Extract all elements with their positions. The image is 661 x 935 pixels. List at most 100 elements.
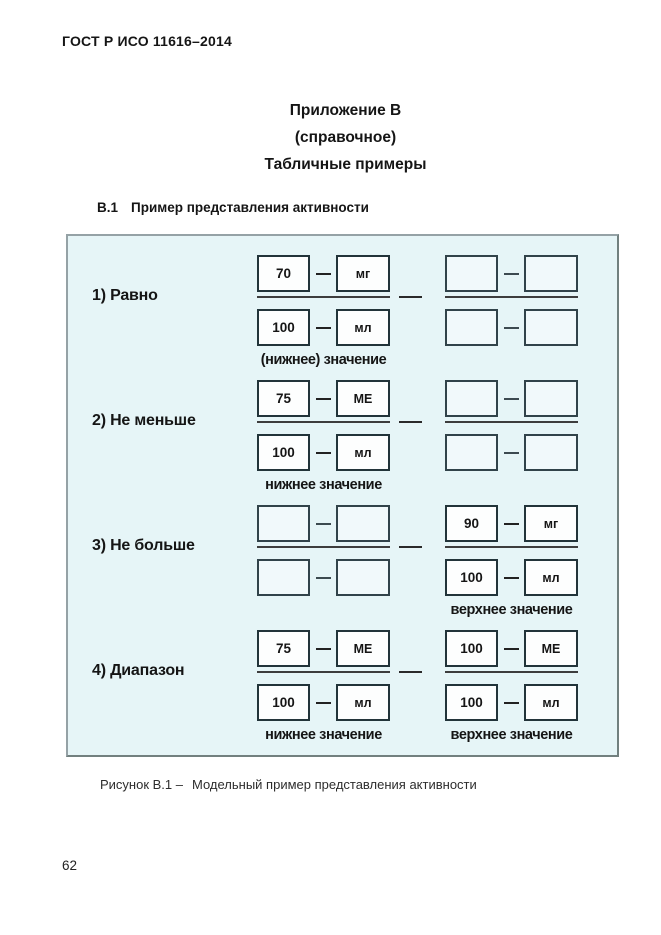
group-label: нижнее значение [265, 727, 382, 743]
unit-box [336, 505, 390, 542]
fraction-group-left [257, 505, 390, 620]
dash-connector [315, 701, 331, 704]
row-label: 1) Равно [92, 287, 158, 304]
fraction-line [445, 546, 578, 548]
separator-dash [399, 421, 422, 423]
value-box [445, 255, 498, 292]
denominator-row: 100 мл [445, 559, 578, 596]
value-box: 75 [257, 380, 310, 417]
numerator-row [257, 505, 390, 542]
value-box: 70 [257, 255, 310, 292]
unit-box [524, 380, 578, 417]
unit-box [524, 255, 578, 292]
appendix-type: (справочное) [294, 129, 397, 146]
numerator-row: 75 МЕ [257, 380, 390, 417]
unit-box [524, 434, 578, 471]
separator-dash [399, 546, 422, 548]
group-label [257, 602, 390, 620]
page-number: 62 [62, 858, 78, 873]
numerator-row [445, 380, 578, 417]
figure-caption: Рисунок В.1 – Модельный пример представле… [100, 777, 477, 792]
dash-connector [315, 397, 331, 400]
dash-connector [503, 272, 519, 275]
dash-connector [315, 522, 331, 525]
fraction-line [445, 671, 578, 673]
unit-box: МЕ [524, 630, 578, 667]
unit-box: МЕ [336, 380, 390, 417]
value-box [445, 380, 498, 417]
group-label: нижнее значение [265, 477, 382, 493]
fraction-line [257, 296, 390, 298]
dash-connector [503, 326, 519, 329]
value-box: 100 [257, 684, 310, 721]
row-label: 4) Диапазон [92, 662, 185, 679]
fraction-line [257, 546, 390, 548]
numerator-row: 75 МЕ [257, 630, 390, 667]
figure-caption-text: Модельный пример представления активност… [192, 777, 477, 792]
section-title: Пример представления активности [131, 200, 369, 215]
fraction-group-right: 100 МЕ 100 мл верхнее значение [445, 630, 578, 745]
fraction-line [257, 671, 390, 673]
denominator-row: 100 мл [445, 684, 578, 721]
group-label: верхнее значение [450, 602, 573, 618]
figure-row-range: 4) Диапазон 75 МЕ 100 мл нижнее значение… [92, 630, 617, 745]
numerator-row [445, 255, 578, 292]
unit-box: мл [524, 684, 578, 721]
figure-caption-label: Рисунок В.1 – [100, 777, 183, 792]
group-label: (нижнее) значение [260, 352, 387, 368]
group-label [445, 477, 578, 495]
denominator-row: 100 мл [257, 684, 390, 721]
figure-row-not-less: 2) Не меньше 75 МЕ 100 мл нижнее значени… [92, 380, 617, 495]
numerator-row: 90 мг [445, 505, 578, 542]
figure-row-not-more: 3) Не больше 90 мг 100 [92, 505, 617, 620]
unit-box: мг [524, 505, 578, 542]
appendix-heading: Приложение В [289, 102, 402, 119]
unit-box: мг [336, 255, 390, 292]
value-box [257, 559, 310, 596]
unit-box: мл [524, 559, 578, 596]
row-label: 3) Не больше [92, 537, 195, 554]
dash-connector [315, 451, 331, 454]
fraction-group-right: 90 мг 100 мл верхнее значение [445, 505, 578, 620]
fraction-group-left: 75 МЕ 100 мл нижнее значение [257, 380, 390, 495]
fraction-group-left: 70 мг 100 мл (нижнее) значение [257, 255, 390, 370]
unit-box: МЕ [336, 630, 390, 667]
fraction-group-right [445, 380, 578, 495]
fraction-line [445, 421, 578, 423]
unit-box [524, 309, 578, 346]
figure-row-equal: 1) Равно 70 мг 100 мл (нижнее) значение [92, 255, 617, 370]
document-header: ГОСТ Р ИСО 11616–2014 [62, 33, 232, 49]
dash-connector [315, 647, 331, 650]
fraction-group-right [445, 255, 578, 370]
group-separator [390, 630, 445, 673]
dash-connector [315, 326, 331, 329]
row-label: 2) Не меньше [92, 412, 196, 429]
unit-box: мл [336, 684, 390, 721]
unit-box: мл [336, 309, 390, 346]
figure-b1: 1) Равно 70 мг 100 мл (нижнее) значение [66, 234, 619, 757]
value-box: 100 [445, 559, 498, 596]
value-box [445, 309, 498, 346]
value-box [445, 434, 498, 471]
dash-connector [503, 576, 519, 579]
appendix-heading-block: Приложение В (справочное) Табличные прим… [0, 97, 661, 178]
dash-connector [503, 451, 519, 454]
denominator-row [445, 434, 578, 471]
value-box: 100 [257, 309, 310, 346]
appendix-title: Табличные примеры [264, 156, 427, 173]
value-box: 100 [257, 434, 310, 471]
value-box: 90 [445, 505, 498, 542]
dash-connector [503, 522, 519, 525]
unit-box: мл [336, 434, 390, 471]
dash-connector [315, 272, 331, 275]
dash-connector [503, 397, 519, 400]
value-box [257, 505, 310, 542]
value-box: 100 [445, 630, 498, 667]
group-separator [390, 255, 445, 298]
group-label: верхнее значение [450, 727, 573, 743]
separator-dash [399, 296, 422, 298]
value-box: 75 [257, 630, 310, 667]
dash-connector [503, 701, 519, 704]
section-number: В.1 [97, 200, 119, 215]
fraction-line [257, 421, 390, 423]
